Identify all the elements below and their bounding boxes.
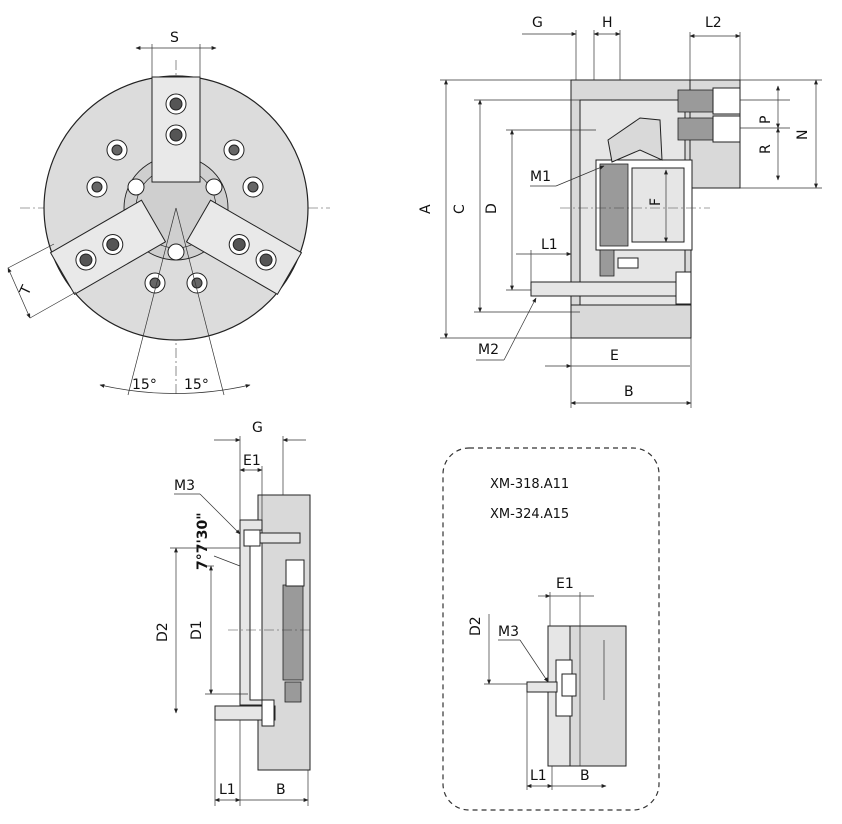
label-m3: M3 <box>174 478 195 494</box>
body-bolts <box>86 139 264 294</box>
dim-g-2: G <box>252 420 263 436</box>
inset-dim-l1: L1 <box>530 768 547 784</box>
dim-l1-2: L1 <box>219 782 236 798</box>
dim-d1: D1 <box>189 620 205 640</box>
dim-e: E <box>610 348 619 364</box>
dim-p: P <box>758 116 774 124</box>
dim-g: G <box>532 15 543 31</box>
angle-left: 15° <box>132 377 157 393</box>
side-view: A C D G H L2 P R N <box>418 15 822 408</box>
dim-b: B <box>624 384 634 400</box>
dim-a: A <box>418 204 434 214</box>
dim-s: S <box>170 30 179 46</box>
angle-label: 7°7'30" <box>195 512 211 570</box>
inset-dim-b: B <box>580 768 590 784</box>
dim-t: T <box>17 283 36 299</box>
dim-r: R <box>758 144 774 154</box>
dim-l2: L2 <box>705 15 722 31</box>
front-view: S T 15° 15° <box>7 30 330 396</box>
dim-d2: D2 <box>155 622 171 642</box>
bottom-left-view: G E1 M3 7°7'30" D2 D1 L1 B <box>155 420 311 806</box>
inset-label-m3: M3 <box>498 624 519 640</box>
inset-dim-e1: E1 <box>556 576 574 592</box>
dim-e1: E1 <box>243 453 261 469</box>
dim-d: D <box>484 203 500 214</box>
dim-c: C <box>452 204 468 214</box>
label-m1: M1 <box>530 169 551 185</box>
inset-dim-d2: D2 <box>468 616 484 636</box>
dim-b-2: B <box>276 782 286 798</box>
inset-panel: XM-318.A11 XM-324.A15 E1 D2 M3 L1 B <box>442 447 660 811</box>
dim-l1: L1 <box>541 237 558 253</box>
dim-f: F <box>648 198 664 206</box>
label-m2: M2 <box>478 342 499 358</box>
model-1: XM-318.A11 <box>490 477 569 492</box>
model-2: XM-324.A15 <box>490 507 569 522</box>
angle-right: 15° <box>184 377 209 393</box>
dim-h: H <box>602 15 613 31</box>
dim-n: N <box>795 130 811 140</box>
